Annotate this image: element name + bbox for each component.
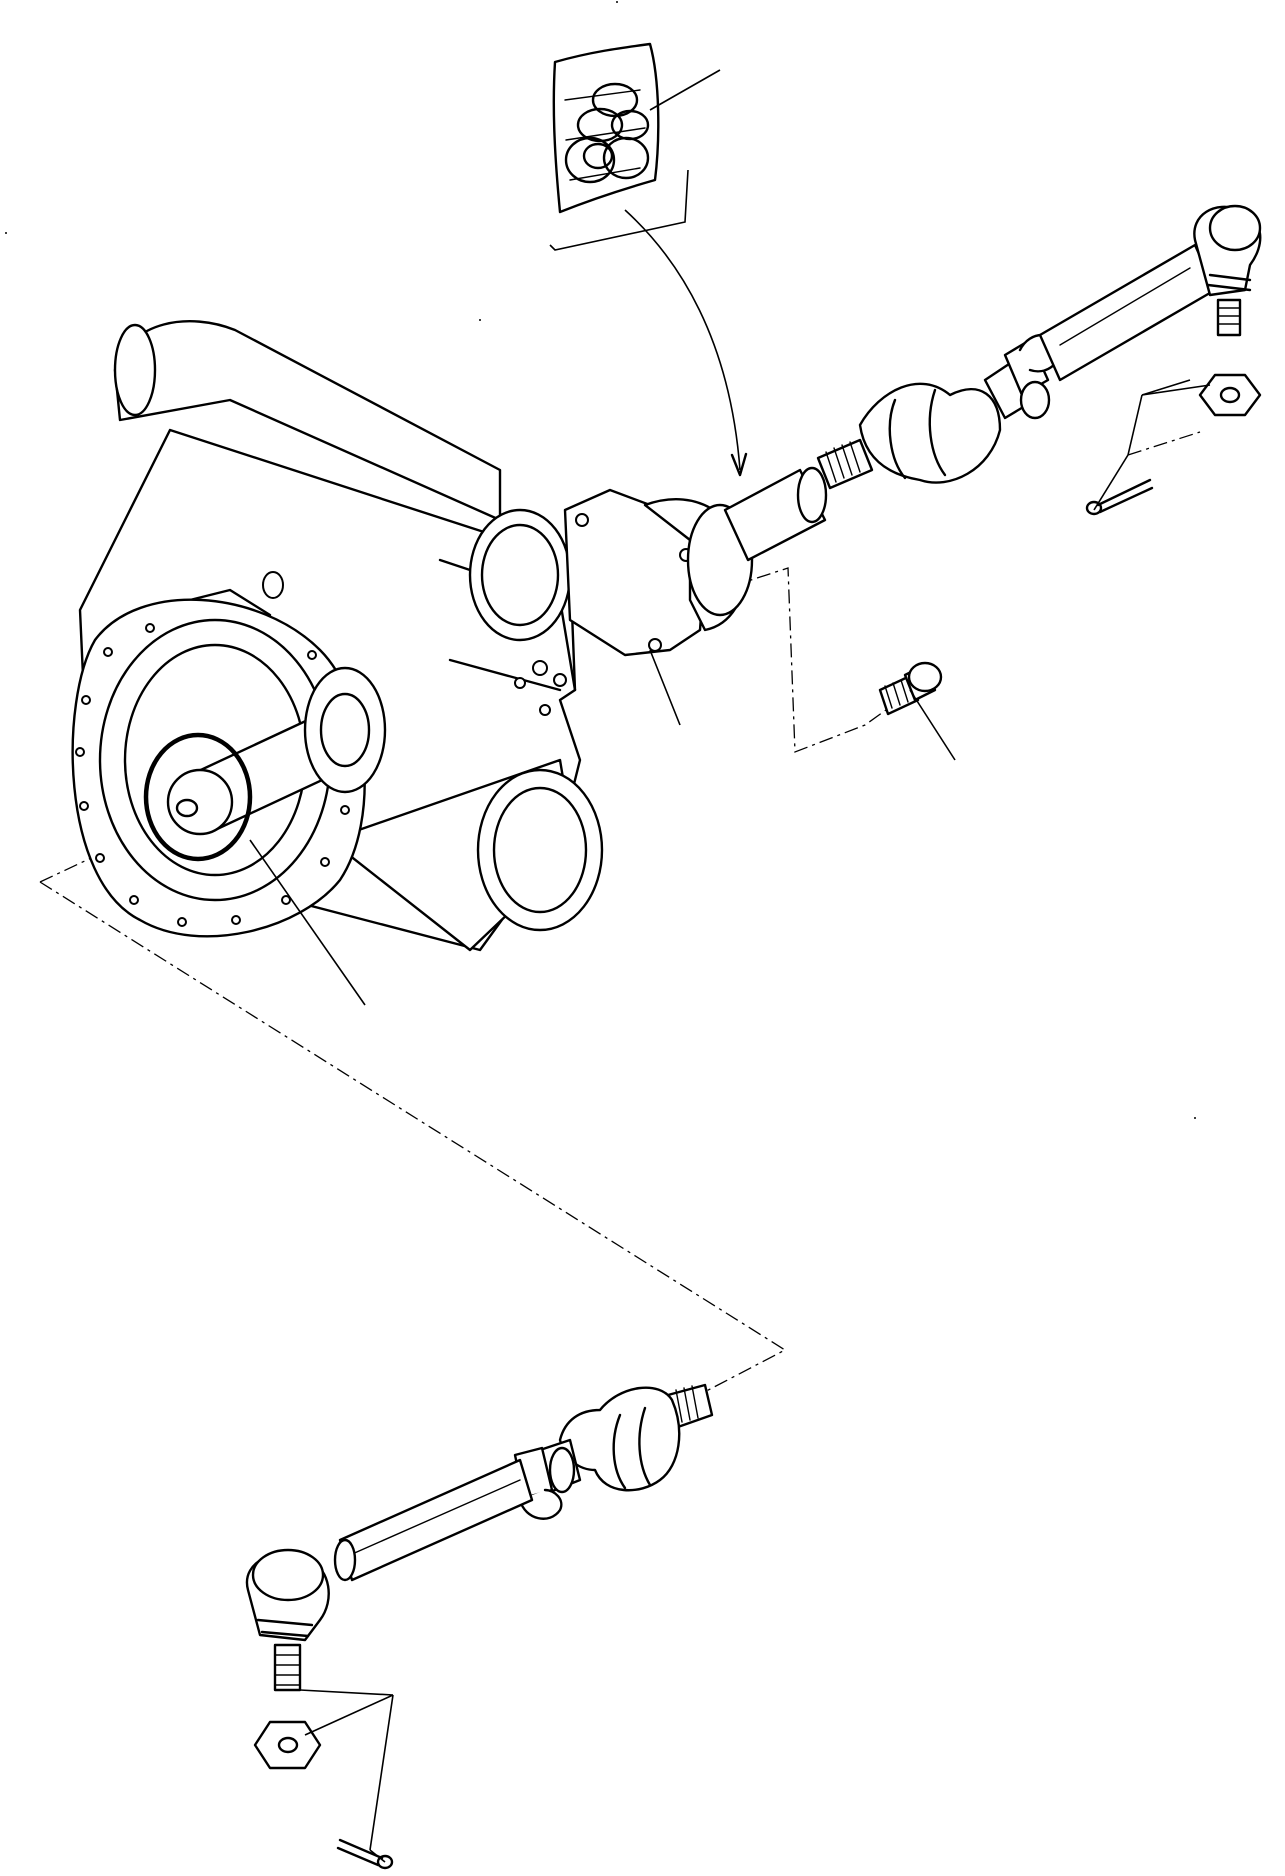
- speck: [5, 232, 7, 234]
- split-pin-left: [336, 1838, 394, 1870]
- nut-right: [1198, 373, 1262, 417]
- tie-rod-left: [245, 1383, 714, 1692]
- speck: [479, 319, 481, 321]
- piston-rod: [166, 666, 387, 836]
- nut-left: [253, 1720, 322, 1770]
- o-ring: [143, 732, 253, 862]
- cylinder-tube: [723, 466, 828, 562]
- callout-leaders: [249, 69, 1211, 1863]
- seal-kit: [552, 42, 660, 214]
- flange-body: [563, 488, 754, 657]
- speck: [1194, 1117, 1196, 1119]
- mounting-bolt: [878, 661, 943, 716]
- tie-rod-right: [816, 204, 1262, 490]
- split-pin-right: [1085, 478, 1154, 516]
- speck: [616, 1, 618, 3]
